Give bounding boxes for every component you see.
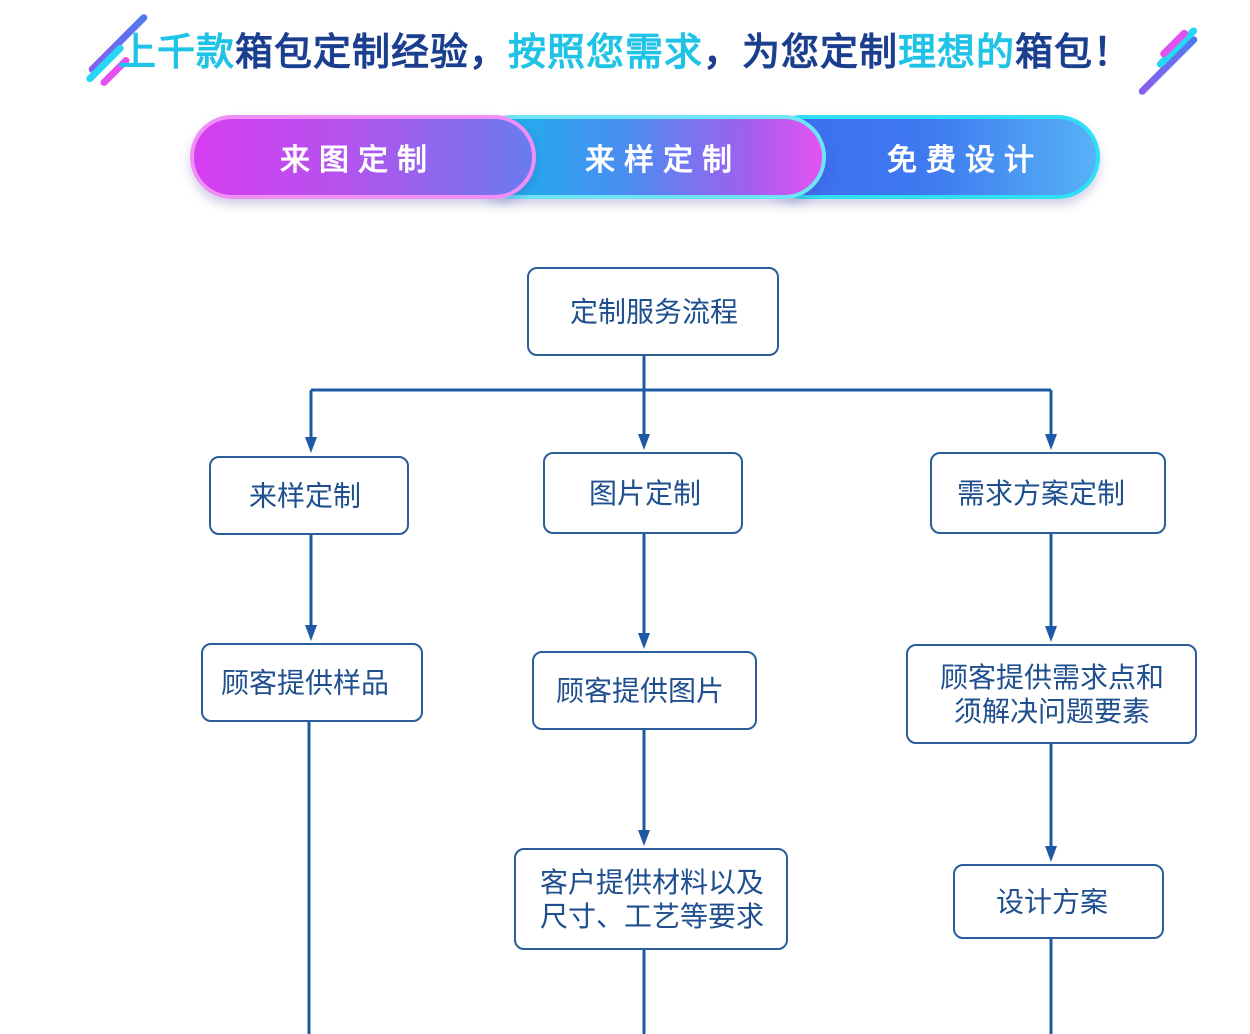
node-root-label-1: 定制服务流程 bbox=[570, 296, 738, 329]
connector-to-col1-head bbox=[305, 437, 317, 453]
tab-free-design-label: 免费设计 bbox=[887, 143, 1043, 178]
node-col2-1-box bbox=[543, 452, 743, 534]
node-col3-2-box bbox=[906, 644, 1197, 744]
node-col3-3-box bbox=[953, 864, 1164, 939]
tab-free-design[interactable]: 免费设计 bbox=[760, 115, 1100, 199]
headline: 上千款箱包定制经验，按照您需求，为您定制理想的箱包！ bbox=[0, 22, 1250, 82]
node-col1-2: 顾客提供样品 bbox=[201, 643, 423, 722]
node-col2-2-box bbox=[532, 651, 757, 730]
tab-sample-custom-label: 来样定制 bbox=[585, 143, 741, 178]
node-col3-2-label-2: 须解决问题要素 bbox=[954, 695, 1150, 728]
headline-seg-2: 箱包定制经验， bbox=[234, 30, 508, 74]
node-col1-2-box bbox=[201, 643, 423, 722]
headline-seg-1: 上千款 bbox=[117, 30, 235, 74]
node-root-box bbox=[527, 267, 779, 356]
headline-seg-4: ，为您定制 bbox=[703, 30, 899, 74]
tab-image-custom-label: 来图定制 bbox=[280, 143, 436, 178]
node-root: 定制服务流程 bbox=[527, 267, 779, 356]
connector-to-col3-head bbox=[1045, 434, 1057, 450]
node-col1-1-label-1: 来样定制 bbox=[249, 480, 361, 513]
headline-seg-3: 按照您需求 bbox=[507, 30, 703, 74]
node-col3-2-label-1: 顾客提供需求点和 bbox=[940, 661, 1164, 694]
node-col1-1-box bbox=[209, 456, 409, 535]
node-col2-2-label-1: 顾客提供图片 bbox=[556, 675, 724, 708]
connector-col2-2-3-head bbox=[638, 830, 650, 846]
node-col1-2-label-1: 顾客提供样品 bbox=[221, 667, 389, 700]
connector-col3-1-2-head bbox=[1045, 626, 1057, 642]
tab-sample-custom[interactable]: 来样定制 bbox=[470, 115, 826, 199]
node-col3-1-label-1: 需求方案定制 bbox=[957, 477, 1125, 510]
node-col3-3-label-1: 设计方案 bbox=[996, 886, 1108, 919]
headline-seg-5: 理想的 bbox=[898, 30, 1016, 74]
connector-to-col2-head bbox=[638, 434, 650, 450]
connector-col2-1-2-head bbox=[638, 633, 650, 649]
node-col1-1: 来样定制 bbox=[209, 456, 409, 535]
node-col2-1: 图片定制 bbox=[543, 452, 743, 534]
node-col3-3: 设计方案 bbox=[953, 864, 1164, 939]
node-col2-3-box bbox=[514, 848, 788, 950]
node-col3-1-box bbox=[930, 452, 1166, 534]
node-col3-1: 需求方案定制 bbox=[930, 452, 1166, 534]
node-col2-3-label-1: 客户提供材料以及 bbox=[540, 866, 764, 899]
node-col2-3-label-2: 尺寸、工艺等要求 bbox=[540, 900, 764, 933]
headline-seg-6: 箱包！ bbox=[1015, 30, 1133, 74]
node-col2-2: 顾客提供图片 bbox=[532, 651, 757, 730]
node-col2-1-label-1: 图片定制 bbox=[589, 477, 701, 510]
connector-col1-1-2-head bbox=[305, 625, 317, 641]
connector-col3-2-3-head bbox=[1045, 846, 1057, 862]
connector-layer bbox=[305, 355, 1057, 1034]
tab-image-custom[interactable]: 来图定制 bbox=[190, 115, 536, 199]
